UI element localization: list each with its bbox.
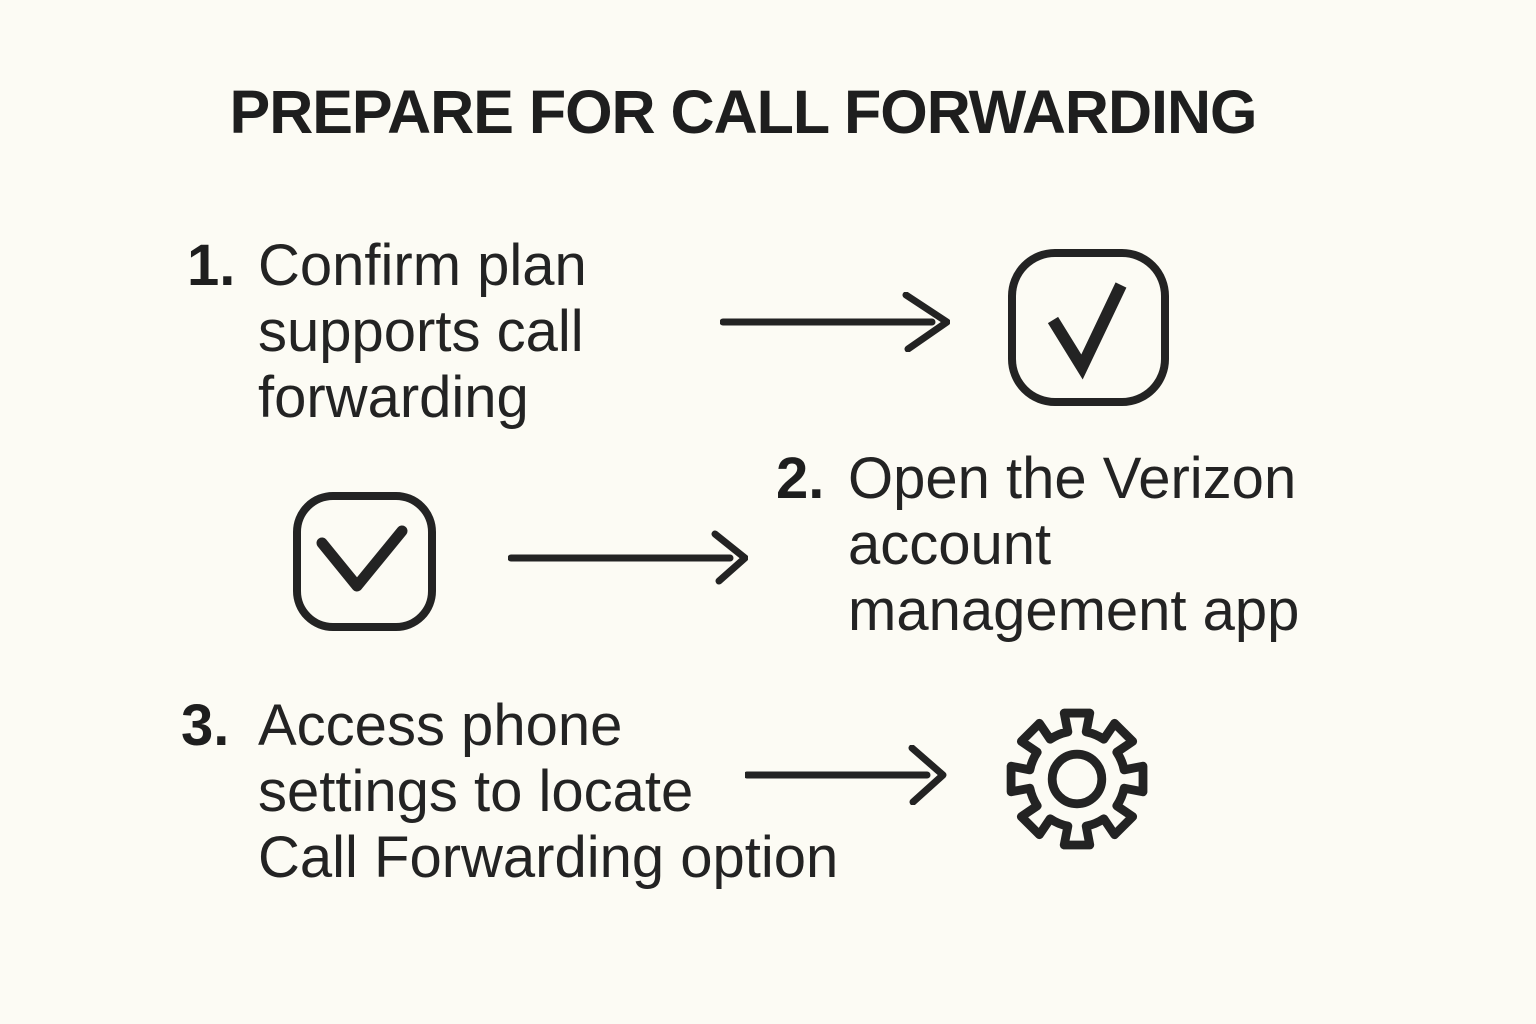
step-2-line-3: management app xyxy=(848,578,1300,643)
step-2-line-2: account xyxy=(848,512,1052,577)
checkbox-checked-icon xyxy=(293,492,436,631)
step-3-text: Access phone settings to locate Call For… xyxy=(258,693,838,891)
step-1-line-1: Confirm plan xyxy=(258,233,587,298)
step-1-number: 1. xyxy=(187,233,236,298)
step-1-line-3: forwarding xyxy=(258,365,529,430)
checkbox-checked-icon xyxy=(1008,249,1169,406)
arrow-right-icon xyxy=(745,745,947,805)
arrow-right-icon xyxy=(720,292,950,352)
step-3-line-3: Call Forwarding option xyxy=(258,825,839,890)
gear-icon xyxy=(1006,708,1148,850)
step-3-number: 3. xyxy=(181,693,230,758)
page-title: PREPARE FOR CALL FORWARDING xyxy=(229,78,1258,146)
step-1-text: Confirm plan supports call forwarding xyxy=(258,233,587,431)
step-1-line-2: supports call xyxy=(258,299,584,364)
step-3-line-2: settings to locate xyxy=(258,759,694,824)
step-2-text: Open the Verizon account management app xyxy=(848,446,1299,644)
step-3-line-1: Access phone xyxy=(258,693,623,758)
arrow-right-icon xyxy=(508,530,748,585)
step-2-number: 2. xyxy=(776,446,825,511)
step-2-line-1: Open the Verizon xyxy=(848,446,1297,511)
